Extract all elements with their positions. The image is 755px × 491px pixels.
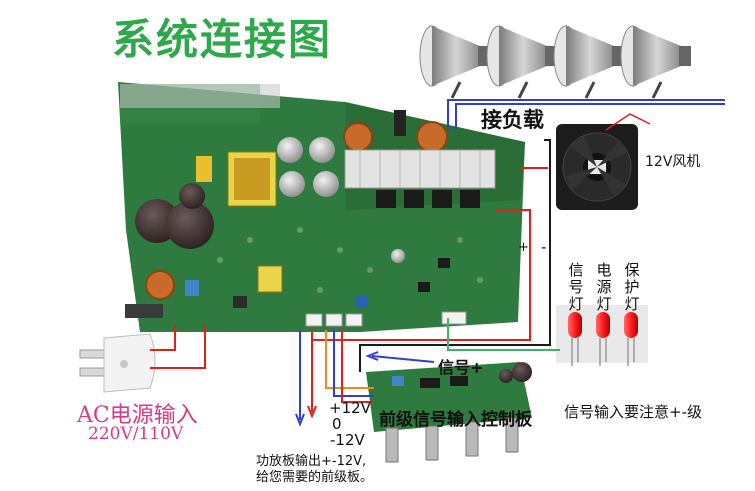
ac-plug: [79, 333, 156, 393]
horn-speaker-icon: [620, 25, 691, 99]
led-icon: [624, 312, 638, 366]
output-note-line-2: 给您需要的前级板。: [256, 470, 374, 485]
signal-plus-label: 信号+: [438, 358, 484, 377]
cooling-fan: [556, 113, 651, 210]
wiring: [150, 139, 560, 427]
fan-label: 12V风机: [645, 154, 701, 170]
horn-speaker-icon: [419, 25, 490, 99]
led-icon: [596, 312, 610, 366]
led-power-label: 电源灯: [596, 261, 612, 313]
signal-polarity-note: 信号输入要注意+-级: [564, 403, 702, 421]
voltage-zero-label: 0: [332, 415, 342, 433]
horn-speaker-icon: [553, 25, 624, 99]
polarity-plus-label: +: [518, 240, 529, 255]
polarity-minus-label: -: [541, 238, 547, 256]
page-title: 系统连接图: [112, 15, 333, 64]
preamp-board: [366, 362, 532, 463]
led-icon: [568, 312, 582, 366]
load-label: 接负载: [481, 108, 544, 132]
indicator-leds: [556, 305, 648, 366]
led-signal-label: 信号灯: [568, 261, 584, 313]
output-note-line-1: 功放板输出+-12V,: [256, 454, 367, 469]
voltage-positive-label: +12V: [329, 399, 371, 417]
speaker-group: [419, 25, 691, 99]
speaker-wires: [447, 99, 725, 130]
amplifier-board: [118, 82, 525, 332]
horn-speaker-icon: [486, 25, 557, 99]
preamp-board-label: 前级信号输入控制板: [379, 410, 532, 430]
ac-voltage-label: 220V/110V: [88, 424, 184, 444]
voltage-negative-label: -12V: [330, 431, 365, 449]
led-protect-label: 保护灯: [624, 261, 640, 313]
ac-input-label: AC电源输入: [77, 403, 198, 428]
